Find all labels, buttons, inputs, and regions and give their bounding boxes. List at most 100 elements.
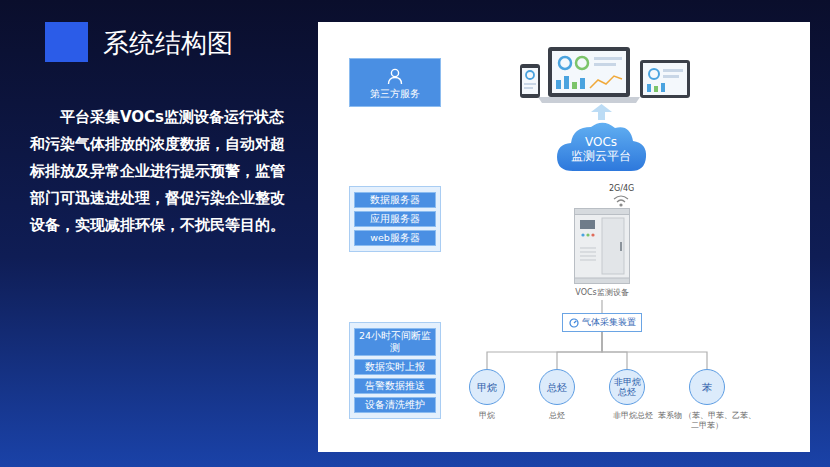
cabinet-illustration-part xyxy=(575,209,630,215)
devices-illustration-part xyxy=(576,57,588,69)
node-text: 第三方服务 xyxy=(354,88,436,100)
cabinet-illustration-part xyxy=(586,233,589,236)
cabinet-illustration-part xyxy=(580,248,596,249)
gas-circle: 非甲烷总烃非甲烷总烃 xyxy=(597,369,657,421)
wifi-symbol-part xyxy=(620,204,622,206)
devices-illustration-part xyxy=(548,47,630,97)
server-box: 数据服务器 xyxy=(354,192,436,208)
cabinet-illustration-part xyxy=(620,242,622,251)
node-text: 气体采集装置 xyxy=(582,317,636,328)
cabinet-illustration-part xyxy=(591,233,594,236)
cabinet-illustration-part xyxy=(580,252,596,253)
page-title: 系统结构图 xyxy=(103,26,233,60)
node-text: VOCs 监测云平台 xyxy=(565,116,637,163)
monitor-cabinet: VOCs监测设备 xyxy=(560,200,644,300)
cabinet-illustration-part xyxy=(575,278,630,284)
cabinet-illustration-part xyxy=(580,220,595,229)
node-text: 总烃 xyxy=(549,411,565,421)
server-box: web服务器 xyxy=(354,230,436,246)
upload-arrow xyxy=(591,104,612,120)
connector-line xyxy=(601,300,602,313)
node-text: 数据服务器 xyxy=(357,194,433,206)
cabinet-illustration-part xyxy=(580,260,596,261)
cabinet-illustration-part xyxy=(580,256,596,257)
white-panel xyxy=(318,22,810,452)
devices-illustration-part xyxy=(524,83,536,85)
description-text: 平台采集VOCs监测设备运行状态和污染气体排放的浓度数据，自动对超标排放及异常企… xyxy=(30,104,296,239)
devices-illustration-part xyxy=(649,69,659,79)
node-text: VOCs监测设备 xyxy=(560,288,644,298)
collector-box: 气体采集装置 xyxy=(562,313,642,332)
devices-illustration-part xyxy=(580,78,585,89)
devices-illustration-part xyxy=(552,51,626,93)
function-box: 24小时不间断监测 xyxy=(354,328,436,356)
upload-arrow-part xyxy=(598,111,605,120)
cloud-platform: VOCs 监测云平台 xyxy=(553,116,649,174)
devices-illustration-part xyxy=(524,87,533,89)
node-text: 苯系物 （苯、甲苯、乙苯、二甲苯） xyxy=(653,411,761,431)
connector-line xyxy=(602,332,707,369)
circle-shape: 甲烷 xyxy=(469,369,505,405)
wifi-symbol xyxy=(614,196,628,206)
node-text: web服务器 xyxy=(357,232,433,244)
devices-illustration-part xyxy=(647,84,651,92)
user-icon xyxy=(386,67,404,85)
devices-illustration xyxy=(520,47,690,103)
node-text: 应用服务器 xyxy=(357,213,433,225)
server-box: 应用服务器 xyxy=(354,211,436,227)
node-text: 甲烷 xyxy=(479,411,495,421)
devices-illustration-part xyxy=(663,75,679,78)
cabinet-illustration-part xyxy=(602,218,624,274)
node-text: 非甲烷总烃 xyxy=(613,377,641,397)
function-box: 数据实时上报 xyxy=(354,359,436,375)
gas-circle: 总烃总烃 xyxy=(527,369,587,421)
function-box: 设备清洗维护 xyxy=(354,397,436,413)
server-group: 数据服务器应用服务器 web服务器 xyxy=(349,186,441,252)
connector-line xyxy=(557,332,602,369)
devices-illustration-part xyxy=(526,71,534,79)
circle-shape: 苯 xyxy=(689,369,725,405)
devices-illustration-part xyxy=(594,57,622,60)
gauge-icon-part xyxy=(574,320,576,322)
devices-illustration-part xyxy=(661,83,665,92)
devices-illustration-part xyxy=(590,76,622,88)
user-icon-part xyxy=(389,78,402,85)
wifi-symbol-part xyxy=(617,200,625,202)
node-text: 总烃 xyxy=(547,382,567,393)
gas-circle: 甲烷甲烷 xyxy=(457,369,517,421)
circle-shape: 非甲烷总烃 xyxy=(609,369,645,405)
title-square xyxy=(45,22,88,62)
devices-illustration-part xyxy=(640,60,690,98)
node-text: 告警数据推送 xyxy=(357,380,433,392)
connector-line xyxy=(487,332,602,369)
devices-illustration-part xyxy=(654,86,658,92)
gas-circle: 苯苯系物 （苯、甲苯、乙苯、二甲苯） xyxy=(651,369,763,431)
devices-illustration-part xyxy=(663,69,683,72)
node-text: 设备清洗维护 xyxy=(357,399,433,411)
devices-illustration-part xyxy=(522,68,538,94)
node-text: 24小时不间断监测 xyxy=(357,330,433,354)
devices-illustration-part xyxy=(564,76,569,89)
gauge-icon-part xyxy=(570,319,578,327)
devices-illustration-part xyxy=(594,63,616,66)
network-label: 2G/4G xyxy=(609,184,634,194)
gauge-icon xyxy=(569,318,579,328)
circle-shape: 总烃 xyxy=(539,369,575,405)
node-text: 数据实时上报 xyxy=(357,361,433,373)
devices-illustration-part xyxy=(538,97,640,103)
node-text: 非甲烷总烃 xyxy=(613,411,641,421)
devices-illustration-part xyxy=(556,80,561,89)
upload-arrow-part xyxy=(591,104,612,112)
function-box: 告警数据推送 xyxy=(354,378,436,394)
cabinet-illustration xyxy=(574,208,630,284)
function-group: 24小时不间断监测数据实时上报告警数据推送设备清洗维护 xyxy=(349,322,441,419)
devices-illustration-part xyxy=(559,57,571,69)
devices-illustration-part xyxy=(572,82,577,89)
node-text: 苯 xyxy=(702,382,712,393)
connector-line xyxy=(602,332,627,369)
cabinet-illustration-part xyxy=(581,233,584,236)
user-icon-part xyxy=(391,69,398,76)
devices-illustration-part xyxy=(520,64,540,98)
wifi-symbol-part xyxy=(614,196,628,199)
